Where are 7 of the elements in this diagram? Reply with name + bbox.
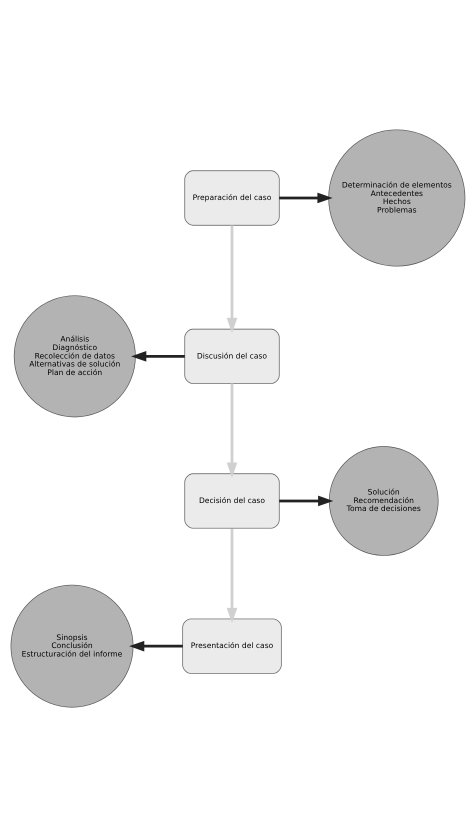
arrow [226,528,238,624]
arrow [279,192,333,204]
arrow [226,225,238,334]
arrow [131,351,185,362]
arrow [279,496,334,506]
arrow [226,384,238,478]
arrow [129,640,183,652]
